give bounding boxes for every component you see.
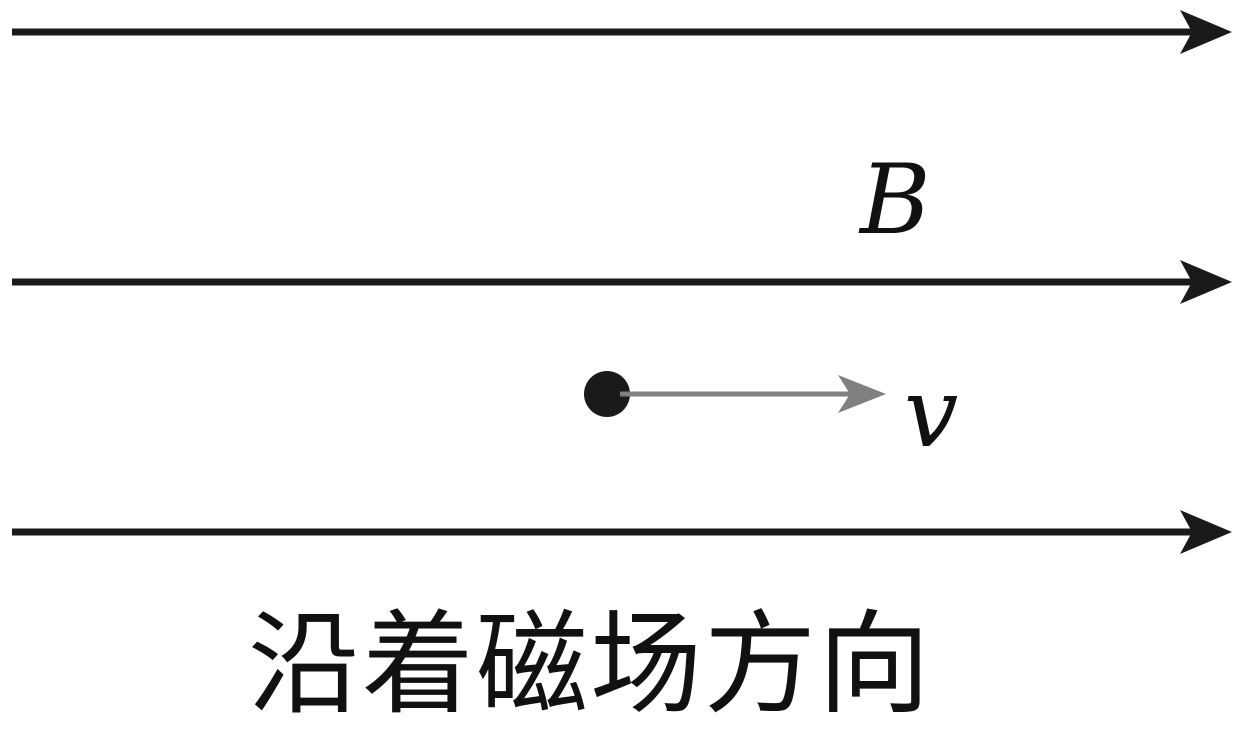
velocity-arrowhead [838,375,886,413]
field-label-b: B [858,144,931,256]
charged-particle [584,371,630,417]
velocity-label-v: v [904,357,958,469]
field-line-bottom [12,510,1232,554]
field-line-top-arrowhead [1180,10,1232,54]
field-line-top [12,10,1232,54]
diagram-caption: 沿着磁场方向 [248,600,932,730]
velocity-arrow [620,375,886,413]
field-line-bottom-arrowhead [1180,510,1232,554]
field-line-middle [12,260,1232,304]
field-line-middle-arrowhead [1180,260,1232,304]
